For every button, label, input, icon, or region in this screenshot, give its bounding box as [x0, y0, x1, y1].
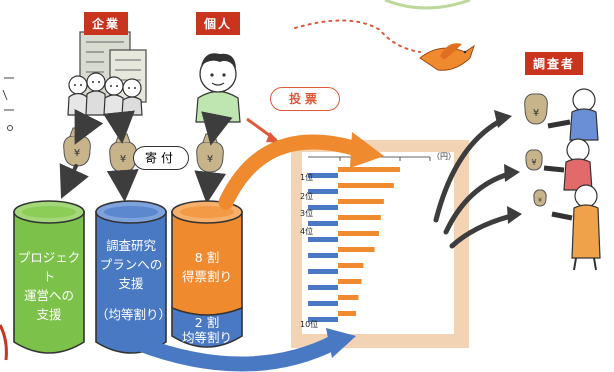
- research-support-cylinder: [95, 200, 167, 354]
- payout-arrowheads: [494, 110, 522, 224]
- rank-label-1: 1位: [300, 173, 314, 182]
- equal-share-bar-5: [308, 237, 338, 242]
- equal-share-bar-8: [308, 285, 338, 290]
- vote-share-bar-6: [338, 247, 375, 252]
- vote-share-bar-9: [338, 295, 359, 300]
- equal-share-bar-6: [308, 253, 338, 258]
- research-line-1: 調査研究: [105, 238, 156, 253]
- researchers-group-icon: ¥ ¥ ¥: [524, 88, 601, 271]
- vote-share-bar-3: [338, 199, 384, 204]
- vote-label: 投票: [270, 87, 340, 111]
- vote-share-label: 8 割 得票割り: [172, 248, 242, 286]
- vote-share-bar-8: [338, 279, 362, 284]
- individual-person-icon: [195, 53, 241, 123]
- research-line-4: （均等割り）: [96, 307, 172, 322]
- vote-share-bar-10: [338, 311, 356, 316]
- svg-text:¥: ¥: [533, 108, 539, 119]
- project-line-2: 運営への: [23, 288, 74, 303]
- project-line-3: 支援: [36, 307, 62, 322]
- bird-icon: [419, 43, 475, 71]
- equal-share-bar-1: [308, 173, 338, 178]
- rank-label-4: 4位: [300, 227, 314, 236]
- vote-share-bar-2: [338, 183, 394, 188]
- equal-share-bar-3: [308, 205, 338, 210]
- bird-flight-path: [294, 19, 421, 53]
- svg-text:¥: ¥: [531, 158, 536, 167]
- money-bag-icon-company-1: ¥: [63, 127, 91, 167]
- donation-label: 寄付: [133, 146, 189, 170]
- equal-share-bar-10: [308, 317, 338, 322]
- money-bag-icon-company-2: ¥: [109, 133, 137, 173]
- equal-share-bar-4: [308, 221, 338, 226]
- vote-share-bar-5: [338, 231, 379, 236]
- equal-share-line-1: 2 割: [194, 315, 220, 330]
- equal-share-bar-2: [308, 189, 338, 194]
- vote-share-bar-7: [338, 263, 364, 268]
- equal-share-bar-9: [308, 301, 338, 306]
- project-line-1: プロジェクト: [17, 250, 81, 284]
- equal-share-bar-7: [308, 269, 338, 274]
- employees-group-icon: [67, 72, 143, 116]
- vote-share-line-2: 得票割り: [181, 269, 232, 284]
- research-support-label: 調査研究 プランへの 支援 （均等割り）: [96, 236, 172, 324]
- companies-tag: 企業: [84, 12, 129, 35]
- vote-allocation-arrow: [218, 134, 368, 210]
- project-support-cylinder: [13, 200, 85, 354]
- left-edge-marks: [2, 77, 14, 131]
- money-bag-icon-individual: ¥: [196, 133, 224, 173]
- research-line-2: プランへの: [99, 257, 163, 272]
- research-line-3: 支援: [118, 276, 144, 291]
- svg-text:¥: ¥: [74, 148, 80, 159]
- vote-share-line-1: 8 割: [194, 250, 220, 265]
- rank-label-3: 3位: [300, 209, 314, 218]
- rank-label-2: 2位: [300, 192, 314, 201]
- payout-arrows: [433, 117, 518, 249]
- svg-text:¥: ¥: [538, 197, 542, 204]
- project-support-label: プロジェクト 運営への 支援: [14, 248, 84, 324]
- svg-text:¥: ¥: [207, 154, 213, 165]
- donation-arrows: [59, 108, 233, 204]
- vote-share-bar-1: [338, 167, 400, 172]
- svg-text:¥: ¥: [120, 154, 126, 165]
- researchers-tag: 調査者: [525, 52, 584, 75]
- chart-unit-label: （円）: [432, 152, 456, 161]
- left-edge-arc: [0, 324, 8, 361]
- equal-share-label: 2 割 均等割り: [172, 315, 242, 345]
- equal-allocation-arrow: [132, 334, 343, 372]
- vote-share-bar-4: [338, 215, 381, 220]
- individuals-tag: 個人: [196, 12, 241, 35]
- rank-label-10: 10位: [300, 320, 319, 329]
- equal-share-line-2: 均等割り: [181, 330, 232, 345]
- office-building-icon: [79, 31, 147, 103]
- decorative-green-arc: [384, 0, 471, 10]
